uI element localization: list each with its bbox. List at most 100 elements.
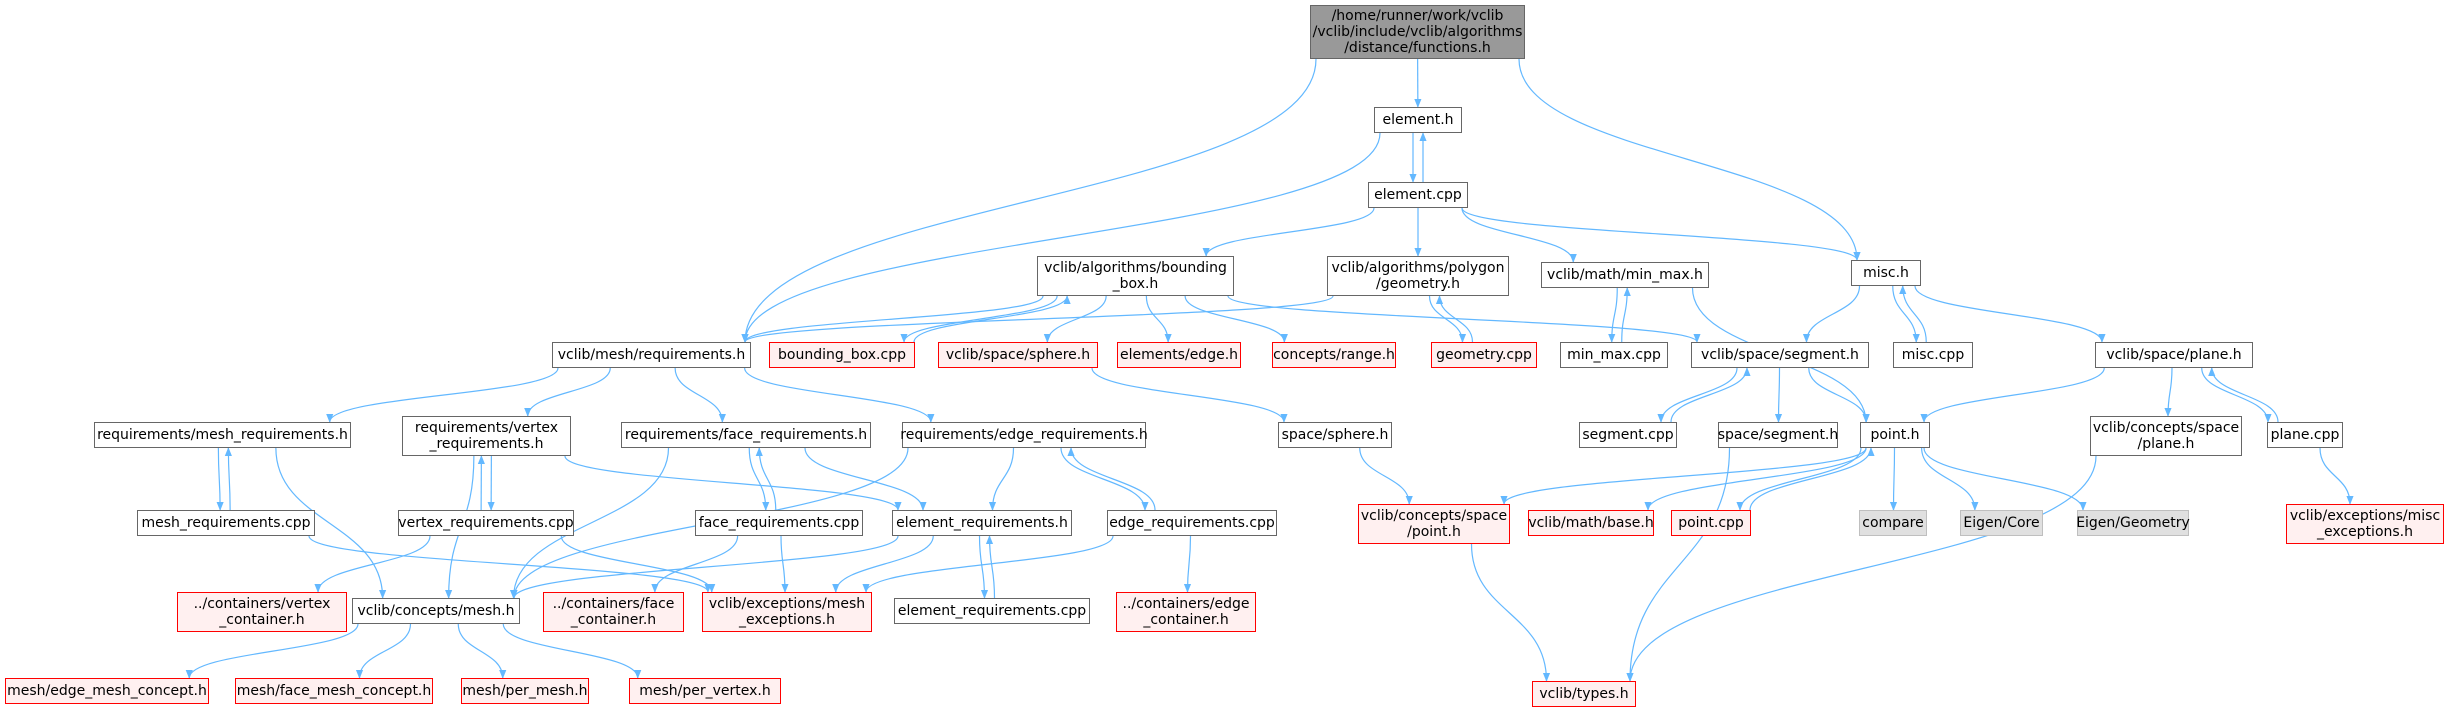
edge-mesh-req-h-to-req-vertex-req-h bbox=[524, 367, 611, 417]
node-vertex-req-cpp[interactable]: vertex_requirements.cpp bbox=[398, 510, 574, 536]
node-concepts-space-point-h[interactable]: vclib/concepts/space /point.h bbox=[1358, 504, 1510, 544]
edge-req-edge-req-h-to-edge-req-cpp bbox=[1060, 447, 1149, 511]
edge-vertex-req-cpp-to-exc-mesh-h bbox=[560, 535, 716, 593]
node-elements-edge-h[interactable]: elements/edge.h bbox=[1117, 342, 1241, 368]
node-segment-cpp[interactable]: segment.cpp bbox=[1579, 422, 1677, 448]
edge-misc-h-to-misc-cpp bbox=[1892, 285, 1920, 343]
edge-space-plane-h-to-plane-cpp bbox=[2201, 367, 2272, 423]
node-compare[interactable]: compare bbox=[1859, 510, 1927, 536]
edge-vertex-req-cpp-to-cont-vertex-h bbox=[314, 535, 431, 593]
node-bbox-h[interactable]: vclib/algorithms/bounding _box.h bbox=[1037, 256, 1234, 296]
node-per-mesh-h[interactable]: mesh/per_mesh.h bbox=[461, 678, 589, 704]
node-mesh-req-cpp[interactable]: mesh_requirements.cpp bbox=[137, 510, 315, 536]
edge-element-req-h-to-concepts-mesh-h bbox=[510, 535, 899, 599]
edge-element-cpp-to-min-max-h bbox=[1461, 207, 1577, 263]
node-point-cpp[interactable]: point.cpp bbox=[1671, 510, 1751, 536]
edge-bbox-h-to-bbox-cpp bbox=[900, 295, 1058, 343]
edge-bbox-h-to-elements-edge-h bbox=[1145, 295, 1172, 343]
node-eigen-geometry[interactable]: Eigen/Geometry bbox=[2076, 510, 2190, 536]
node-sphere-h[interactable]: space/sphere.h bbox=[1278, 422, 1392, 448]
node-concepts-mesh-h[interactable]: vclib/concepts/mesh.h bbox=[352, 598, 520, 624]
node-face-mesh-concept-h[interactable]: mesh/face_mesh_concept.h bbox=[235, 678, 433, 704]
edge-req-face-req-h-to-face-req-cpp bbox=[748, 447, 770, 511]
edge-concepts-space-plane-h-to-types-h bbox=[1626, 455, 2097, 682]
edge-segment-cpp-to-space-segment-h bbox=[1670, 367, 1751, 423]
node-cont-vertex-h[interactable]: ../containers/vertex _container.h bbox=[177, 592, 347, 632]
node-concepts-range-h[interactable]: concepts/range.h bbox=[1272, 342, 1396, 368]
node-per-vertex-h[interactable]: mesh/per_vertex.h bbox=[629, 678, 781, 704]
edge-point-cpp-to-point-h bbox=[1749, 447, 1875, 511]
edge-bbox-h-to-mesh-req-h bbox=[741, 295, 1044, 343]
node-plane-cpp[interactable]: plane.cpp bbox=[2267, 422, 2343, 448]
node-space-segment-h[interactable]: vclib/space/segment.h bbox=[1691, 342, 1869, 368]
node-math-base-h[interactable]: vclib/math/base.h bbox=[1528, 510, 1654, 536]
node-min-max-cpp[interactable]: min_max.cpp bbox=[1560, 342, 1668, 368]
edge-edge-req-cpp-to-req-edge-req-h bbox=[1067, 447, 1156, 511]
edge-req-face-req-h-to-element-req-h bbox=[804, 447, 927, 511]
node-edge-req-cpp[interactable]: edge_requirements.cpp bbox=[1107, 510, 1277, 536]
edge-poly-geom-h-to-mesh-req-h bbox=[741, 295, 1334, 343]
edge-point-h-to-point-cpp bbox=[1736, 447, 1862, 511]
edge-min-max-cpp-to-min-max-h bbox=[1621, 287, 1631, 343]
node-element-cpp[interactable]: element.cpp bbox=[1368, 182, 1468, 208]
node-element-h[interactable]: element.h bbox=[1374, 107, 1462, 133]
edge-point-h-to-concepts-space-point-h bbox=[1500, 447, 1867, 505]
edge-seg-h-to-types-h bbox=[1626, 447, 1731, 682]
edge-face-req-cpp-to-cont-face-h bbox=[651, 535, 739, 593]
edge-space-segment-h-to-point-h bbox=[1808, 367, 1870, 423]
edge-element-h-to-mesh-req-h bbox=[741, 132, 1381, 343]
edge-mesh-req-cpp-to-req-mesh-req-h bbox=[224, 447, 232, 511]
edge-layer bbox=[185, 58, 2354, 682]
edge-face-req-cpp-to-req-face-req-h bbox=[755, 447, 777, 511]
edge-poly-geom-h-to-geometry-cpp bbox=[1428, 295, 1467, 343]
edge-point-h-to-compare bbox=[1889, 447, 1898, 511]
edge-element-cpp-to-misc-h bbox=[1461, 207, 1861, 261]
node-req-face-req-h[interactable]: requirements/face_requirements.h bbox=[621, 422, 871, 448]
edge-element-cpp-to-bbox-h bbox=[1202, 207, 1375, 257]
edge-req-face-req-h-to-concepts-mesh-h bbox=[509, 447, 670, 599]
node-edge-mesh-concept-h[interactable]: mesh/edge_mesh_concept.h bbox=[5, 678, 209, 704]
node-bbox-cpp[interactable]: bounding_box.cpp bbox=[769, 342, 915, 368]
node-min-max-h[interactable]: vclib/math/min_max.h bbox=[1541, 262, 1709, 288]
node-req-vertex-req-h[interactable]: requirements/vertex _requirements.h bbox=[402, 416, 571, 456]
edge-mesh-req-h-to-req-edge-req-h bbox=[744, 367, 935, 423]
node-geometry-cpp[interactable]: geometry.cpp bbox=[1431, 342, 1537, 368]
edge-concepts-mesh-h-to-per-mesh-h bbox=[457, 623, 507, 679]
node-cont-face-h[interactable]: ../containers/face _container.h bbox=[543, 592, 684, 632]
node-mesh-req-h[interactable]: vclib/mesh/requirements.h bbox=[552, 342, 751, 368]
edge-root-to-misc-h bbox=[1518, 58, 1861, 261]
edge-point-h-to-math-base-h bbox=[1644, 447, 1867, 511]
node-poly-geom-h[interactable]: vclib/algorithms/polygon /geometry.h bbox=[1327, 256, 1509, 296]
node-element-req-cpp[interactable]: element_requirements.cpp bbox=[894, 598, 1090, 624]
node-space-plane-h[interactable]: vclib/space/plane.h bbox=[2095, 342, 2253, 368]
node-seg-h[interactable]: space/segment.h bbox=[1718, 422, 1838, 448]
node-space-sphere-h[interactable]: vclib/space/sphere.h bbox=[938, 342, 1098, 368]
edge-bbox-cpp-to-bbox-h bbox=[913, 295, 1071, 343]
edge-misc-cpp-to-misc-h bbox=[1899, 285, 1927, 343]
edge-concepts-mesh-h-to-per-vertex-h bbox=[502, 623, 642, 679]
edge-mesh-req-h-to-req-mesh-req-h bbox=[326, 367, 559, 423]
edge-bbox-h-to-space-sphere-h bbox=[1043, 295, 1107, 343]
edge-concepts-mesh-h-to-edge-mesh-concept-h bbox=[185, 623, 359, 679]
edge-min-max-h-to-min-max-cpp bbox=[1608, 287, 1618, 343]
edge-concepts-mesh-h-to-face-mesh-concept-h bbox=[355, 623, 412, 679]
edge-plane-cpp-to-exc-misc-h bbox=[2319, 447, 2354, 505]
node-types-h[interactable]: vclib/types.h bbox=[1532, 681, 1636, 707]
edge-mesh-req-h-to-req-face-req-h bbox=[674, 367, 726, 423]
edge-req-mesh-req-h-to-mesh-req-cpp bbox=[216, 447, 224, 511]
node-req-mesh-req-h[interactable]: requirements/mesh_requirements.h bbox=[94, 422, 351, 448]
node-point-h[interactable]: point.h bbox=[1860, 422, 1930, 448]
node-eigen-core[interactable]: Eigen/Core bbox=[1960, 510, 2043, 536]
node-exc-misc-h[interactable]: vclib/exceptions/misc _exceptions.h bbox=[2286, 504, 2444, 544]
node-element-req-h[interactable]: element_requirements.h bbox=[892, 510, 1072, 536]
node-cont-edge-h[interactable]: ../containers/edge _container.h bbox=[1116, 592, 1256, 632]
node-misc-h[interactable]: misc.h bbox=[1851, 260, 1921, 286]
node-face-req-cpp[interactable]: face_requirements.cpp bbox=[695, 510, 863, 536]
node-root: /home/runner/work/vclib /vclib/include/v… bbox=[1310, 5, 1525, 59]
node-exc-mesh-h[interactable]: vclib/exceptions/mesh _exceptions.h bbox=[702, 592, 872, 632]
node-concepts-space-plane-h[interactable]: vclib/concepts/space /plane.h bbox=[2090, 416, 2242, 456]
node-req-edge-req-h[interactable]: requirements/edge_requirements.h bbox=[900, 422, 1148, 448]
edge-space-segment-h-to-seg-h bbox=[1774, 367, 1783, 423]
node-misc-cpp[interactable]: misc.cpp bbox=[1893, 342, 1973, 368]
